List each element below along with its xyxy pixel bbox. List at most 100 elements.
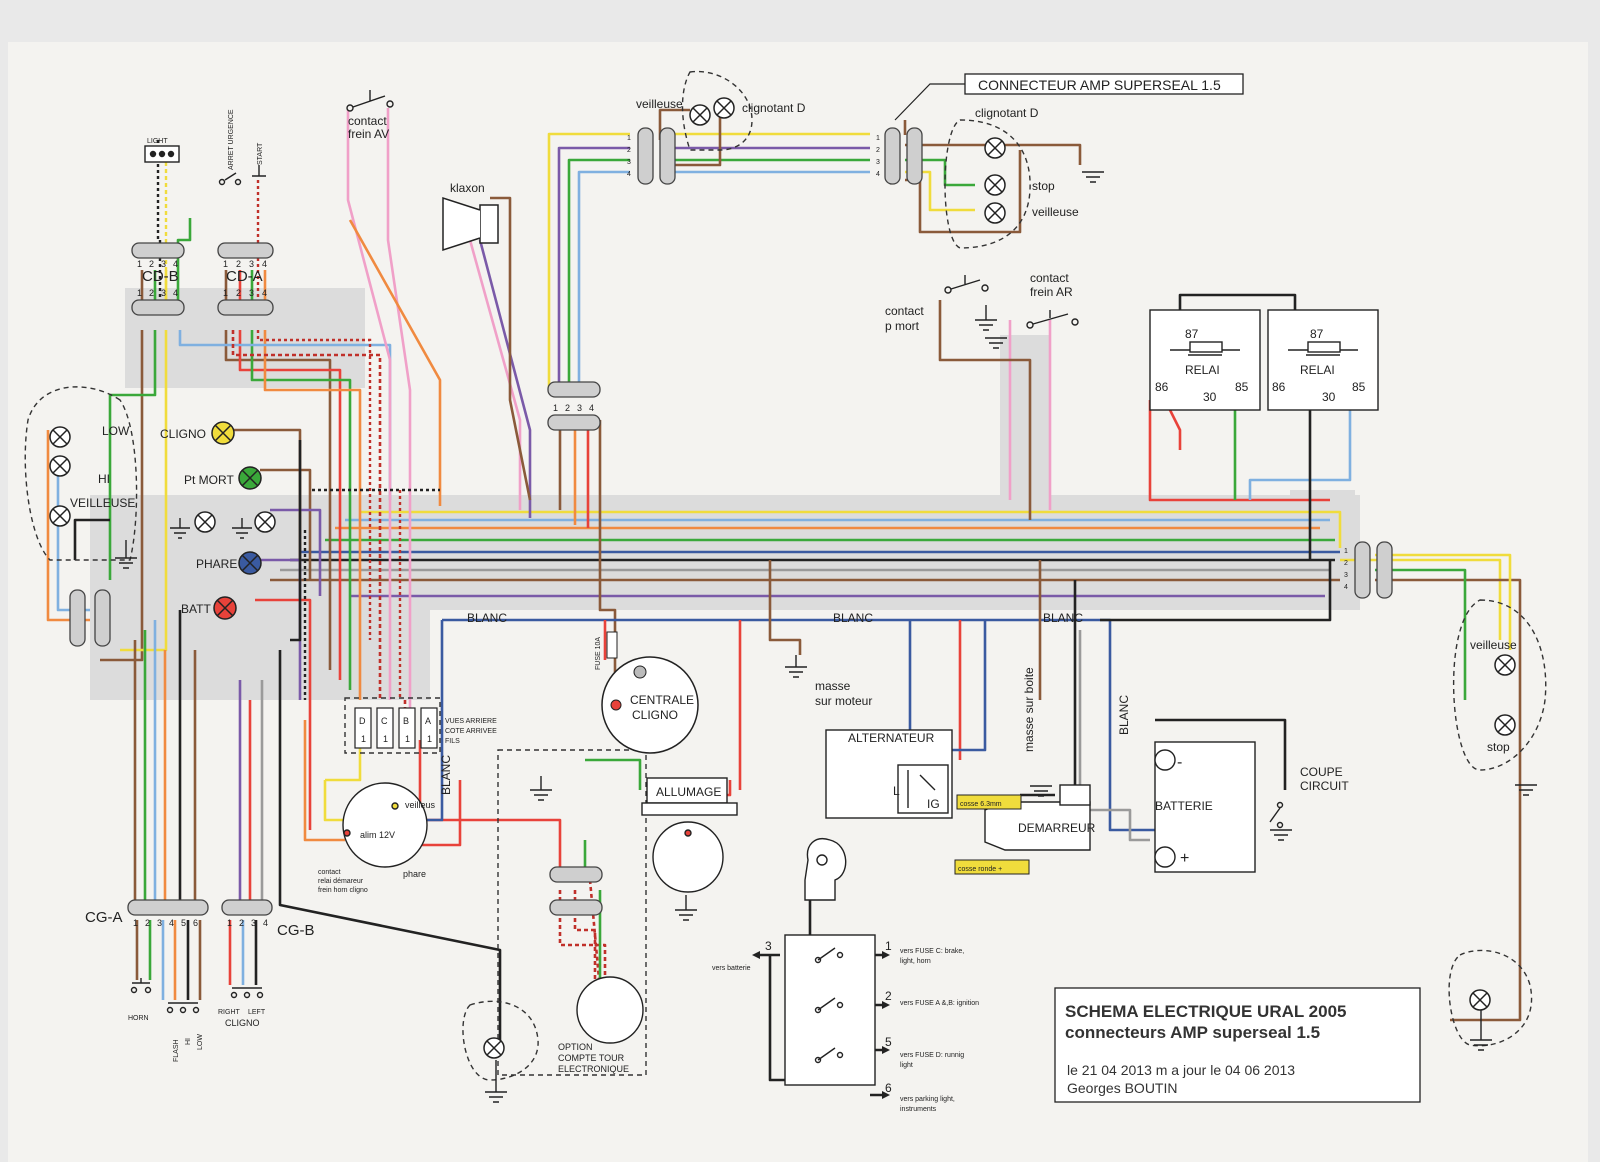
switch-1-desc: vers FUSE C: brake, [900,948,964,955]
ground-icon [675,895,697,921]
pin-label: 1 [137,288,142,298]
flash-label: FLASH [173,1039,180,1062]
coupe-label-2: CIRCUIT [1300,779,1349,793]
pin-label: 2 [627,147,631,154]
option-label: OPTION [558,1042,593,1052]
veilleus-relay-label: veilleus [405,800,436,810]
urgence-switch-icon [218,172,242,186]
fuse-box-outline [344,697,441,754]
switch-5-desc-2: light [900,1062,913,1069]
cosse-63-text: cosse 6.3mm [960,801,1002,808]
alt-l-label: L [893,784,900,798]
dashed-outlines [24,70,1547,1081]
alim-label: alim 12V [360,830,395,840]
low-label: LOW [102,424,130,438]
connector-mid-b [547,414,601,431]
battery-plus-label: + [1180,850,1189,867]
pin-label: 1 [627,135,631,142]
lamp-icon [1494,654,1516,676]
ground-icon [530,776,552,801]
vues-label: VUES ARRIERE [445,718,497,725]
horn-label: HORN [128,1015,149,1022]
lamp-icon [254,511,276,533]
pin-label: 5 [181,918,186,928]
fuse-10a [606,631,618,659]
pin-label: 2 [876,147,880,154]
arret-urgence-label: ARRET URGENCE [228,109,235,170]
connector-left-b [94,589,111,647]
ground-icon [1270,829,1292,841]
lamp-icon [1494,714,1516,736]
neutral-switch-icon [944,275,989,294]
connector-cd-b-bottom [131,299,185,316]
pin-label: 1 [227,918,232,928]
connector-left [69,589,86,647]
coupe-label: COUPE [1300,765,1343,779]
coupe-circuit-switch-icon [1269,801,1284,829]
diagram-subtitle: connecteurs AMP superseal 1.5 [1065,1023,1320,1042]
cg-b-label: CG-B [277,922,315,939]
title-block [1054,987,1421,1103]
pin-label: 3 [249,259,254,269]
connector-option-b [549,899,603,916]
diagram-title: SCHEMA ELECTRIQUE URAL 2005 [1065,1002,1347,1021]
fuse-c-label: C [381,716,388,726]
cosse-63-box [956,794,1022,810]
labels: CONNECTEUR AMP SUPERSEAL 1.5 cosse 6.3mm… [70,77,1517,1113]
pin-label: 1 [223,288,228,298]
pt-mort-lamp-icon [238,466,262,490]
cligno-bottom-label: CLIGNO [225,1018,260,1028]
cosse-ronde-box [954,859,1030,875]
phare-label: PHARE [196,557,237,571]
fuse-d-label: D [359,716,366,726]
relay-pin-86: 86 [1155,380,1169,394]
vues-label-2: COTE ARRIVEE [445,728,497,735]
relays [1149,309,1379,411]
batt-lamp-icon [213,596,237,620]
pin-label: 2 [149,288,154,298]
switch-6-desc-2: instruments [900,1106,937,1113]
contact-frein-ar-label: contact [1030,271,1069,285]
masse-moteur-label: masse [815,679,851,693]
relay-pin-30: 30 [1203,390,1217,404]
ground-icon [985,337,1007,349]
pin-label: 4 [589,403,594,413]
pin-label: 1 [223,259,228,269]
fuse-num-label: 1 [361,734,366,744]
connector-cd-a-bottom [217,299,274,316]
connector-top-right-a [884,127,901,185]
connector-cg-b [221,899,273,916]
diagram-date: le 21 04 2013 m a jour le 04 06 2013 [1067,1062,1295,1078]
pin-label: 3 [161,259,166,269]
wires [46,108,1522,1097]
fuse-box [354,707,438,749]
pin-label: 4 [627,171,631,178]
pin-label: 1 [1344,548,1348,555]
relay-pin-85: 85 [1235,380,1249,394]
pin-label: 6 [193,918,198,928]
connectors [69,127,1393,916]
lamp-icon [984,174,1006,196]
pin-label: 1 [133,918,138,928]
callouts [894,73,1244,875]
connector-top-left [637,127,654,185]
pin-label: 4 [1344,584,1348,591]
dashed-wires [156,140,440,700]
centrale-cligno [601,631,699,754]
centrale-label: CENTRALE [630,693,694,707]
sidecar-light-outline [1448,949,1533,1047]
amp-callout-text: CONNECTEUR AMP SUPERSEAL 1.5 [978,77,1221,93]
relay-2-label: RELAI [1300,363,1335,377]
pt-mort-label: Pt MORT [184,473,234,487]
alternateur-label: ALTERNATEUR [848,731,935,745]
cd-a-label: CD-A [226,268,263,285]
rear-brake-switch-icon [1026,310,1079,329]
lamp-icon [49,426,71,448]
switches [130,90,1284,1014]
cligno-switch-icon [230,987,264,999]
pin-label: 2 [149,259,154,269]
ground-icon [1082,171,1104,183]
connector-top-mid [659,127,676,185]
ground-icon [975,305,997,331]
pin-label: 3 [1344,572,1348,579]
